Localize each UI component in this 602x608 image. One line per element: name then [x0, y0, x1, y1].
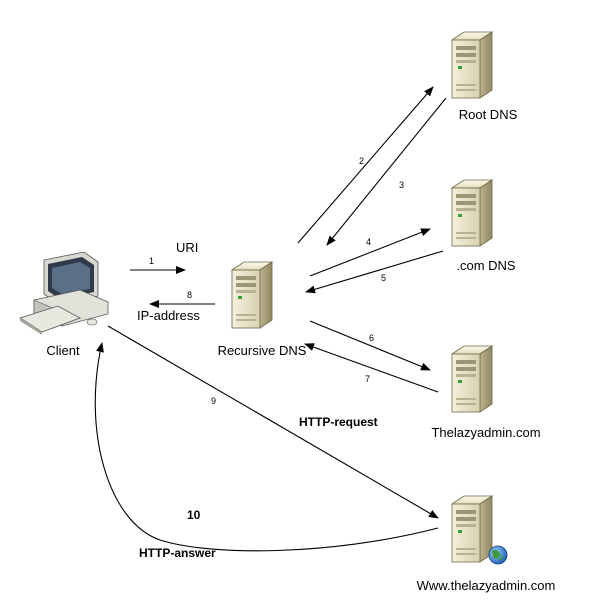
computer-icon: [19, 251, 109, 335]
arrow-9-http-request: [107, 325, 439, 519]
thelazyadmin-server: Thelazyadmin.com: [431, 345, 541, 440]
step-6: 6: [369, 333, 374, 343]
arrow-5: [305, 250, 444, 294]
uri-label: URI: [176, 240, 198, 255]
arrow-3: [326, 97, 447, 246]
arrows: [94, 86, 447, 552]
http-answer-label: HTTP-answer: [139, 546, 216, 560]
root-dns-server: Root DNS: [451, 31, 518, 122]
arrow-7: [304, 343, 439, 393]
http-request-label: HTTP-request: [299, 415, 378, 429]
step-10: 10: [187, 508, 201, 522]
step-3: 3: [399, 180, 404, 190]
server-icon: [451, 495, 493, 563]
root-dns-label: Root DNS: [459, 107, 518, 122]
www-thelazyadmin-label: Www.thelazyadmin.com: [417, 578, 556, 593]
step-2: 2: [359, 156, 364, 166]
step-9: 9: [211, 396, 216, 406]
ip-address-label: IP-address: [137, 308, 200, 323]
thelazyadmin-label: Thelazyadmin.com: [431, 425, 540, 440]
client-computer: Client: [19, 251, 109, 358]
step-5: 5: [381, 273, 386, 283]
com-dns-label: .com DNS: [456, 258, 516, 273]
server-icon: [451, 345, 493, 413]
arrow-6: [309, 320, 431, 371]
server-icon: [231, 261, 273, 329]
com-dns-server: .com DNS: [451, 179, 516, 273]
arrow-4: [309, 228, 431, 277]
arrow-2: [297, 86, 434, 244]
www-thelazyadmin-server: Www.thelazyadmin.com: [417, 495, 556, 593]
client-label: Client: [46, 343, 80, 358]
step-4: 4: [366, 237, 371, 247]
globe-icon: [488, 545, 508, 565]
recursive-dns-label: Recursive DNS: [218, 343, 307, 358]
server-icon: [451, 179, 493, 247]
step-8: 8: [187, 290, 192, 300]
step-7: 7: [365, 374, 370, 384]
server-icon: [451, 31, 493, 99]
arrow-10-http-answer: [94, 342, 439, 552]
step-1: 1: [149, 256, 154, 266]
recursive-dns-server: Recursive DNS: [218, 261, 307, 358]
